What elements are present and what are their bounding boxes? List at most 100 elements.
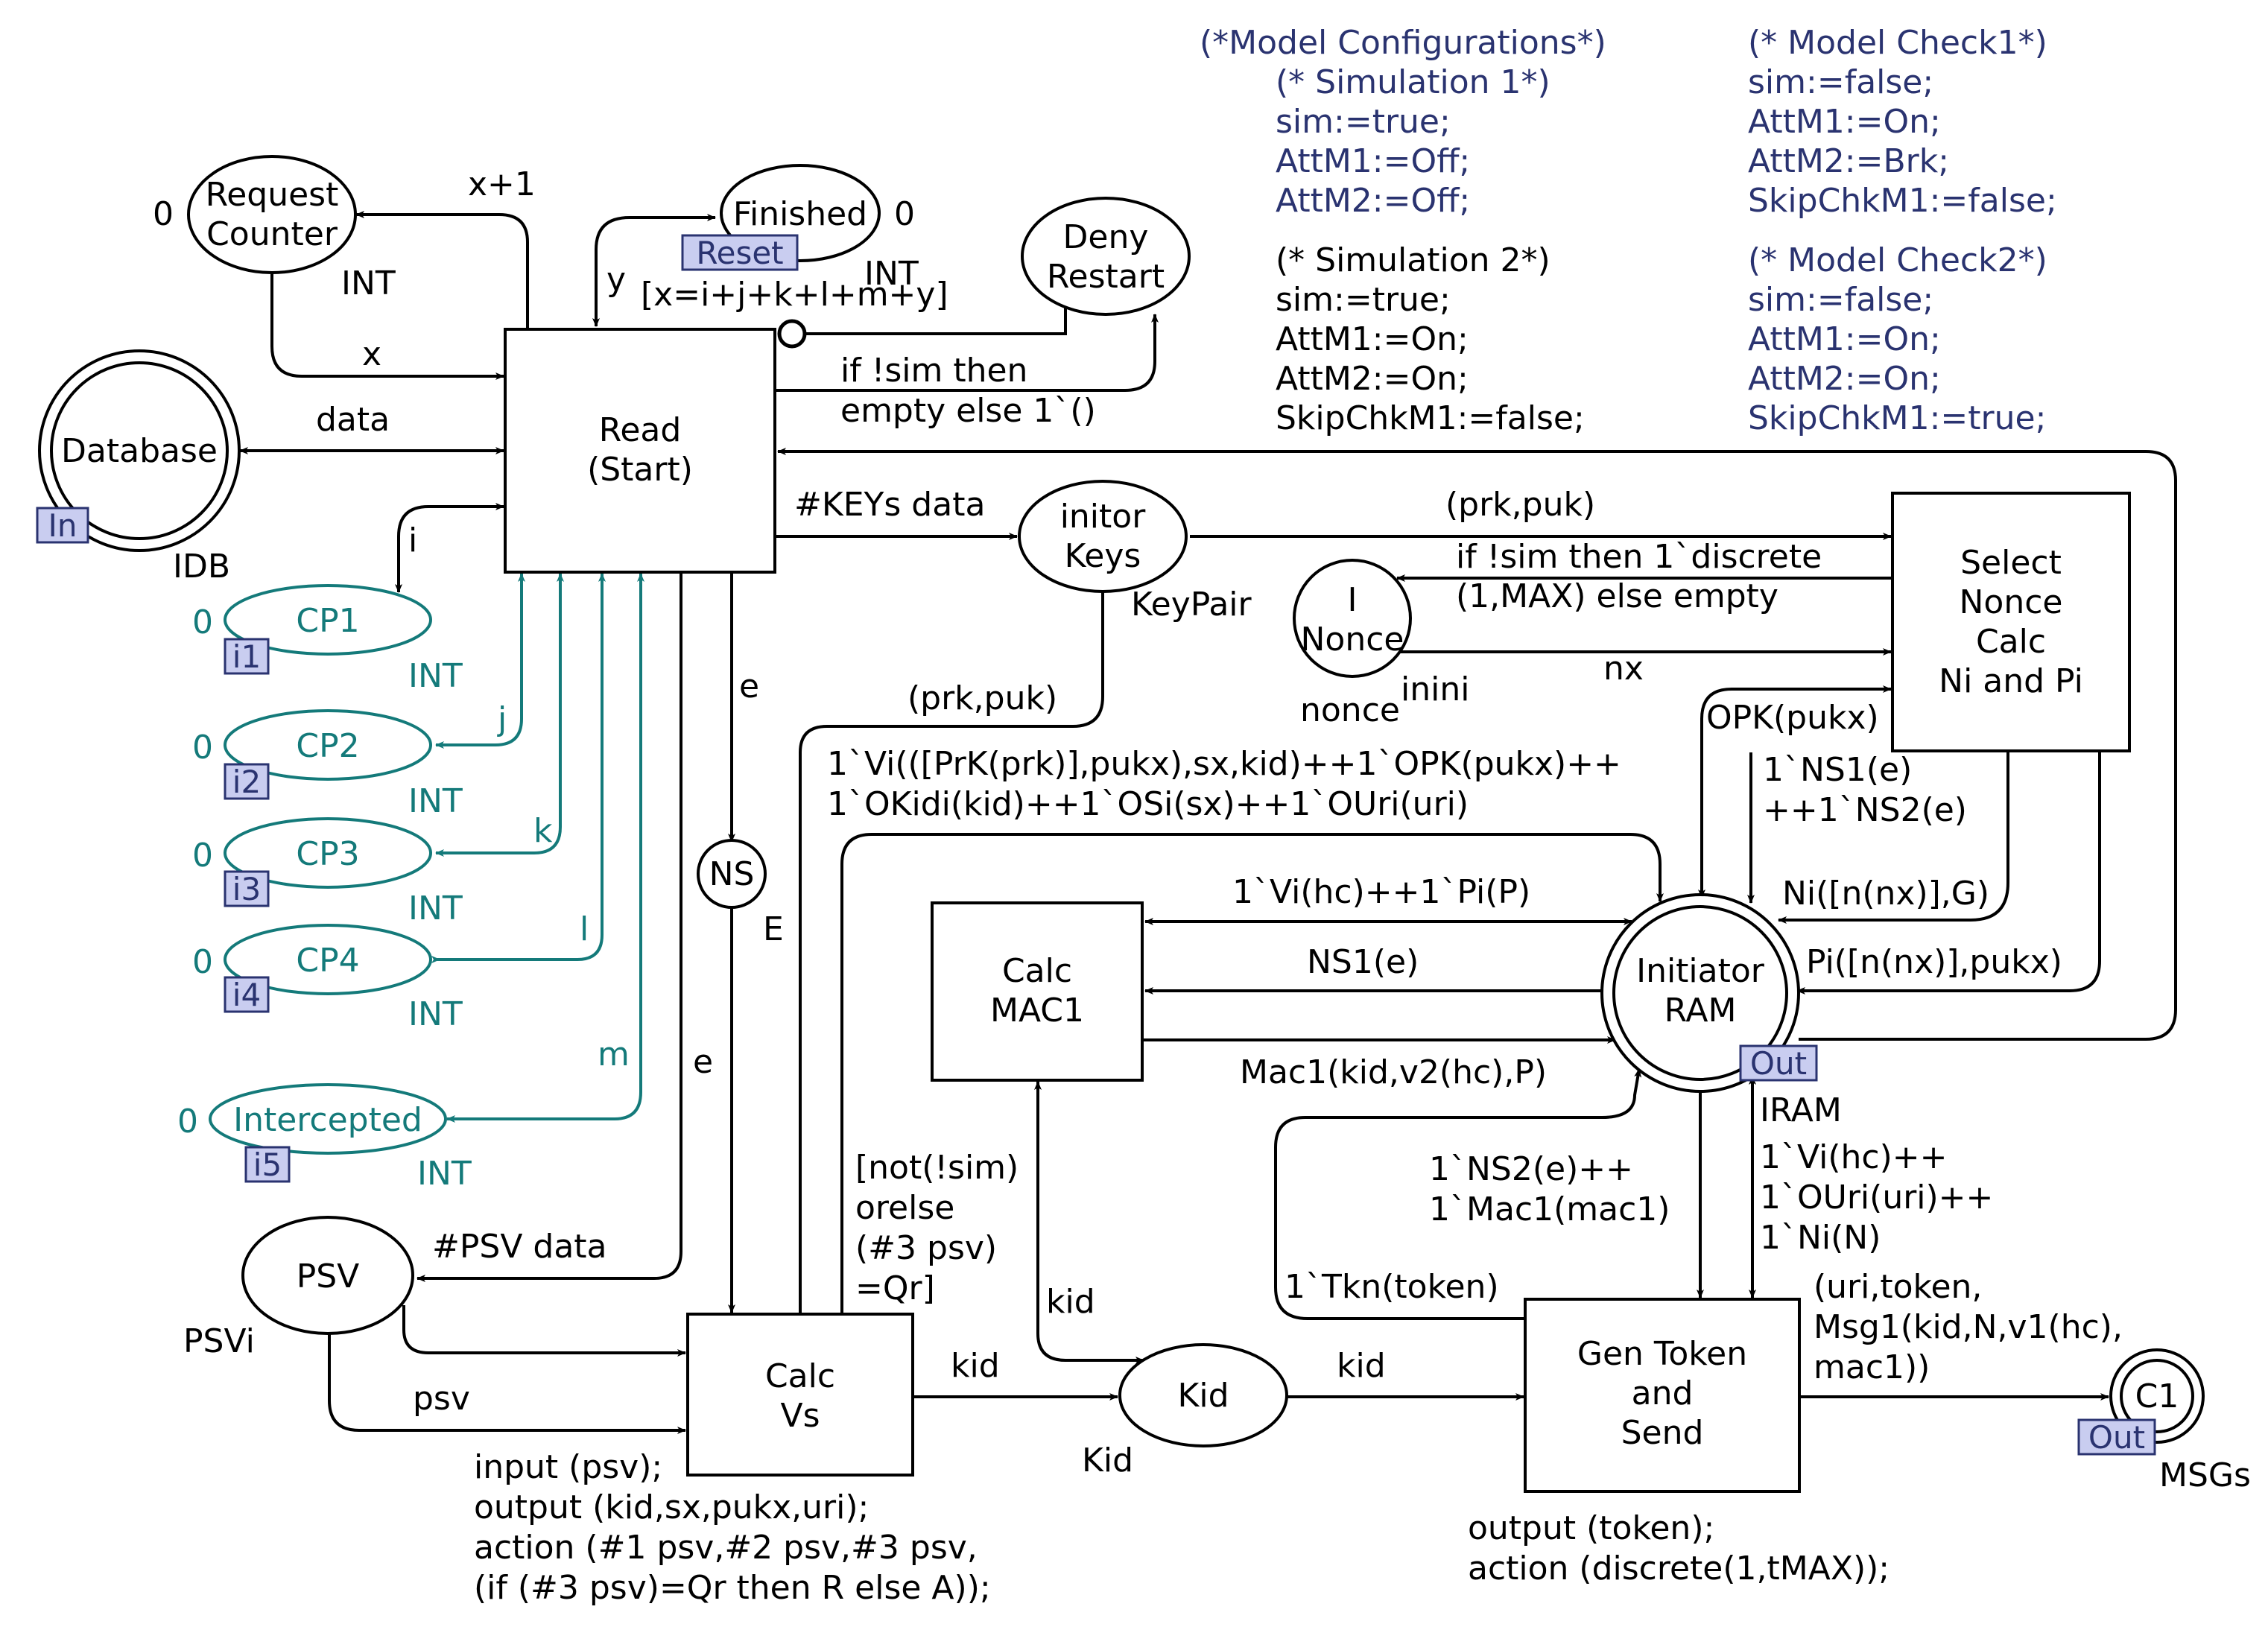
arc-prk-puk-left <box>799 574 1106 1313</box>
arc-label: y <box>606 261 626 299</box>
guard-label: orelse <box>855 1189 954 1227</box>
place-label: Finished <box>733 195 867 233</box>
transition-box <box>504 328 776 574</box>
fusion-tag <box>244 1146 291 1183</box>
place-ellipse <box>209 1083 447 1155</box>
config-sim2: (* Simulation 2*) sim:=true; AttM1:=On; … <box>1276 241 1585 437</box>
place-type: INT <box>408 889 463 927</box>
code-line: output (token); <box>1468 1509 1714 1547</box>
config-notes: (*Model Configurations*) (* Simulation 1… <box>1200 24 2057 437</box>
place-ellipse <box>224 584 432 656</box>
place-marking: 0 <box>192 603 213 641</box>
config-line: SkipChkM1:=false; <box>1276 399 1585 437</box>
place-psv: PSV PSVi <box>183 1216 414 1360</box>
arc-label: data <box>316 401 390 439</box>
arc-inhibitor <box>792 294 1067 335</box>
arc-inscriptions: x+1 x y if !sim then empty else 1`() dat… <box>316 165 2123 1418</box>
transition-box <box>1524 1298 1801 1493</box>
teal-arcs <box>395 503 644 1123</box>
place-label: Keys <box>1065 537 1141 575</box>
place-ellipse <box>1293 559 1412 678</box>
arc-label: Pi([n(nx)],pukx) <box>1806 943 2062 981</box>
transition-label: Send <box>1621 1414 1704 1452</box>
place-marking: 0 <box>192 729 213 767</box>
place-label: I <box>1348 581 1358 619</box>
config-line: AttM1:=On; <box>1276 320 1469 358</box>
arc-i <box>395 503 504 593</box>
place-ellipse <box>1021 197 1191 316</box>
config-line: (* Model Check2*) <box>1748 241 2047 279</box>
arc-psv-b <box>328 1333 686 1434</box>
code-line: action (#1 psv,#2 psv,#3 psv, <box>474 1529 978 1567</box>
transition-label: MAC1 <box>990 992 1084 1030</box>
fusion-tag-label: i2 <box>232 764 261 800</box>
arc-label: 1`Vi(([PrK(prk)],pukx),sx,kid)++1`OPK(pu… <box>827 745 1621 783</box>
arc-label: Ni([n(nx)],G) <box>1782 875 1989 913</box>
arc-pi <box>1796 752 2101 995</box>
fusion-tag <box>224 976 270 1013</box>
config-line: AttM2:=Brk; <box>1748 142 1949 180</box>
transition-label: Select <box>1960 544 2062 582</box>
config-check1: (* Model Check1*) sim:=false; AttM1:=On;… <box>1748 24 2057 220</box>
fusion-tag <box>224 870 270 907</box>
arc-label: ++1`NS2(e) <box>1763 791 1967 829</box>
place-label: Counter <box>206 215 338 253</box>
arc-label: k <box>533 812 553 850</box>
arc-vi <box>840 833 1664 1313</box>
arc-label: e <box>739 667 759 705</box>
config-check2: (* Model Check2*) sim:=false; AttM1:=On;… <box>1748 241 2047 437</box>
arc-y <box>592 214 716 327</box>
arcs <box>239 211 2177 1434</box>
place-ellipse <box>224 817 432 889</box>
arc-psv-data <box>416 572 682 1282</box>
arc-label: 1`Vi(hc)++ <box>1760 1138 1948 1176</box>
place-type: MSGs <box>2159 1456 2251 1494</box>
fusion-tag <box>2077 1418 2156 1456</box>
arc-label: l <box>580 910 589 948</box>
place-label: Intercepted <box>233 1101 422 1139</box>
arc-label: mac1)) <box>1814 1348 1930 1386</box>
arc-label: x+1 <box>468 165 536 203</box>
guard-label: =Qr] <box>855 1269 935 1307</box>
config-line: (* Model Check1*) <box>1748 24 2047 62</box>
arc-label: 1`OUri(uri)++ <box>1760 1179 1993 1217</box>
config-line: AttM2:=On; <box>1748 360 1941 398</box>
arc-label: psv <box>413 1380 470 1418</box>
place-ellipse <box>224 709 432 781</box>
place-marking: 0 <box>192 837 213 875</box>
place-ellipse <box>38 349 241 552</box>
place-cp3: CP3 0 i3 INT <box>192 817 463 927</box>
place-type: Kid <box>1082 1442 1133 1479</box>
code-line: (if (#3 psv)=Qr then R else A)); <box>474 1569 991 1607</box>
config-line: SkipChkM1:=false; <box>1748 182 2057 220</box>
fusion-tag <box>1739 1044 1818 1082</box>
place-label: CP1 <box>296 602 359 640</box>
transition-calc-vs: Calc Vs <box>686 1313 914 1477</box>
arc-label: if !sim then <box>840 352 1027 390</box>
transition-label: Calc <box>1002 952 1072 990</box>
place-ellipse <box>1118 1343 1288 1447</box>
transition-label: Gen Token <box>1577 1335 1747 1373</box>
code-line: input (psv); <box>474 1448 662 1486</box>
transition-read-start: Read (Start) <box>504 328 776 574</box>
fusion-tag <box>224 763 270 800</box>
arc-label: NS1(e) <box>1307 943 1419 981</box>
transition-calc-mac1: Calc MAC1 <box>931 901 1144 1082</box>
transition-label: Calc <box>1976 623 2046 661</box>
config-line: sim:=true; <box>1276 103 1451 141</box>
config-line: sim:=false; <box>1748 63 1933 101</box>
fusion-tag-label: i5 <box>253 1146 282 1183</box>
config-line: AttM1:=On; <box>1748 320 1941 358</box>
transition-select-nonce: Select Nonce Calc Ni and Pi <box>1891 492 2131 752</box>
arc-label: e <box>693 1043 713 1081</box>
place-deny-restart: Deny Restart <box>1021 197 1191 316</box>
place-label: NS <box>709 855 755 893</box>
place-inner-ring <box>2120 1359 2194 1433</box>
config-line: (* Simulation 2*) <box>1276 241 1550 279</box>
place-ellipse <box>1600 893 1800 1093</box>
transition-box <box>1891 492 2131 752</box>
place-label: Initiator <box>1636 952 1765 990</box>
transition-gen-token: Gen Token and Send <box>1524 1298 1801 1493</box>
place-type: IDB <box>173 548 230 586</box>
